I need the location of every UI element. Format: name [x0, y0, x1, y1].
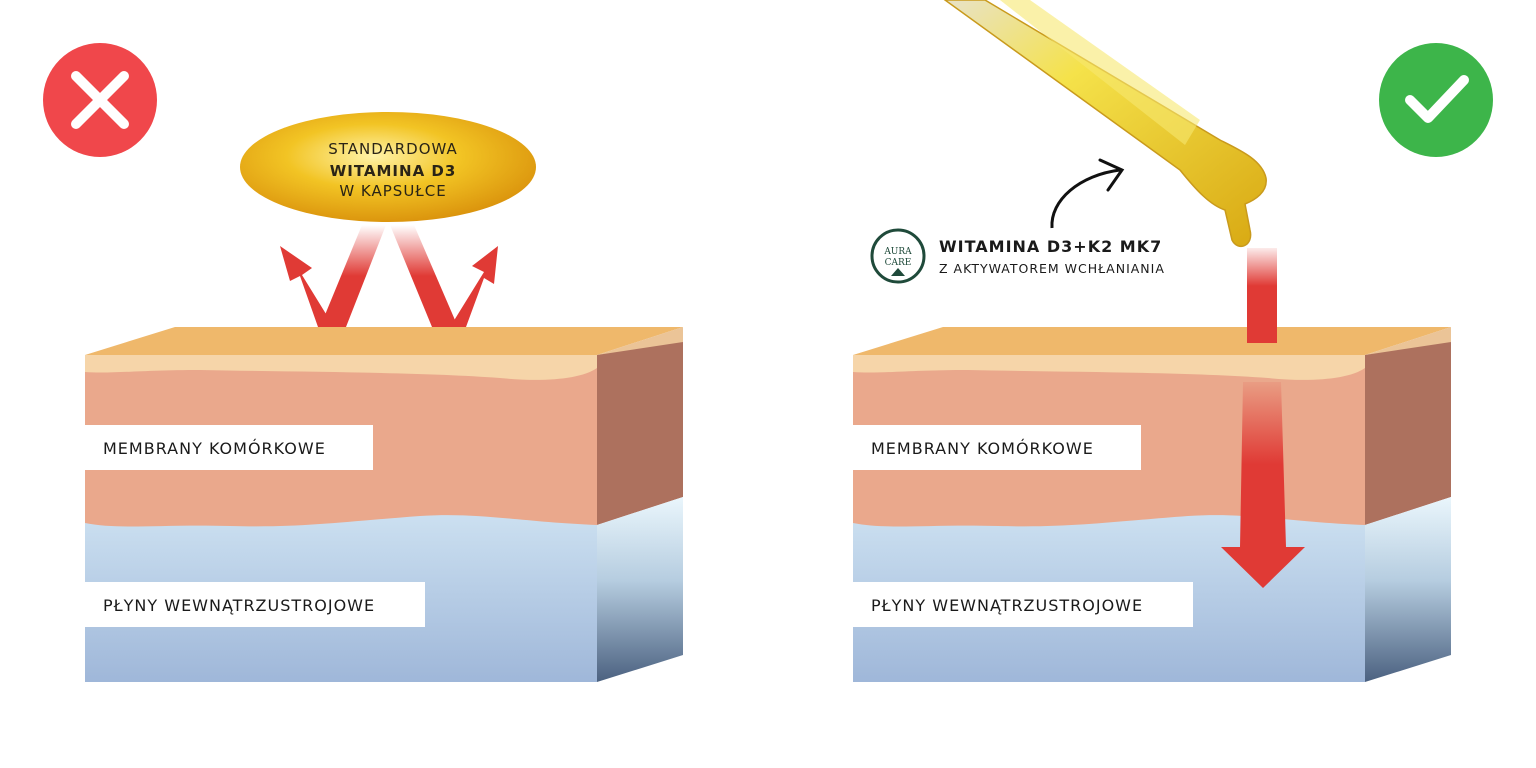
svg-text:CARE: CARE: [885, 258, 912, 268]
capsule-line-3: W KAPSUŁCE: [339, 182, 446, 200]
skin-block: [85, 327, 683, 682]
arrow-down-icon: [1221, 382, 1305, 588]
absorption-beam: [1247, 248, 1277, 343]
arrow-up-right-icon: [450, 246, 498, 327]
capsule-line-1: STANDARDOWA: [328, 140, 458, 158]
label-fluids: PŁYNY WEWNĄTRZUSTROJOWE: [103, 596, 375, 615]
capsule: STANDARDOWA WITAMINA D3 W KAPSUŁCE: [240, 112, 536, 222]
pointer-arrow-icon: [1050, 168, 1121, 229]
dropper: [943, 0, 1267, 248]
skin-block: [853, 327, 1451, 682]
bounce-arrows: [280, 225, 498, 327]
product-subtitle: Z AKTYWATOREM WCHŁANIANIA: [939, 261, 1165, 276]
capsule-line-2: WITAMINA D3: [330, 162, 457, 180]
aura-care-logo: AURA CARE: [870, 228, 926, 284]
left-panel: STANDARDOWA WITAMINA D3 W KAPSUŁCE MEMBR…: [43, 43, 683, 682]
check-mark-icon: [1379, 43, 1493, 157]
svg-text:AURA: AURA: [883, 247, 912, 257]
product-title: WITAMINA D3+K2 MK7: [939, 237, 1162, 256]
right-panel: AURA CARE WITAMINA D3+K2 MK7 Z AKTYWATOR…: [853, 0, 1493, 682]
arrow-up-left-icon: [280, 246, 334, 327]
label-membranes: MEMBRANY KOMÓRKOWE: [871, 439, 1094, 458]
label-membranes: MEMBRANY KOMÓRKOWE: [103, 439, 326, 458]
label-fluids: PŁYNY WEWNĄTRZUSTROJOWE: [871, 596, 1143, 615]
